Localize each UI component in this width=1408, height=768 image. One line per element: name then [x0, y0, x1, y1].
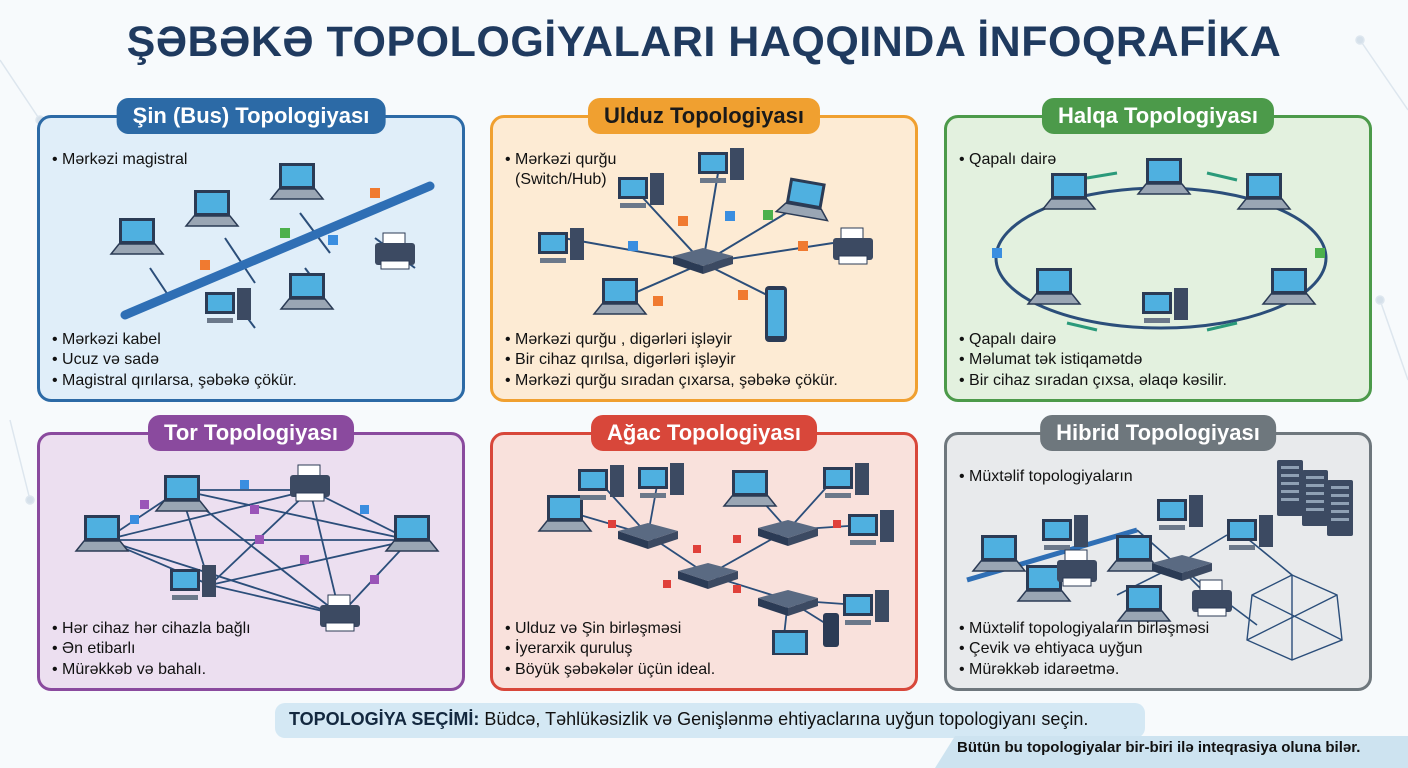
tree-diagram — [538, 463, 894, 655]
card-title: Halqa Topologiyası — [1041, 98, 1275, 134]
card-hybrid-topology: Hibrid Topologiyası • Müxtəlif topologiy… — [944, 415, 1372, 691]
bullet: • Ucuz və sadə — [52, 351, 159, 368]
bullet: • Çevik və ehtiyaca uyğun — [959, 640, 1143, 657]
bullet: • Hər cihaz hər cihazla bağlı — [52, 619, 251, 637]
page-title: ŞƏBƏKƏ TOPOLOGİYALARI HAQQINDA İNFOQRAFİ… — [126, 18, 1282, 66]
card-title: Şin (Bus) Topologiyası — [116, 98, 386, 134]
card-title: Hibrid Topologiyası — [1040, 415, 1276, 451]
bullet: • Müxtəlif topologiyaların birləşməsi — [959, 619, 1210, 637]
card-mesh-topology: Tor Topologiyası • Hər cihaz hər cihazla… — [37, 415, 465, 691]
bullet: • İyerarxik quruluş — [505, 640, 633, 657]
integration-note: Bütün bu topologiyalar bir-biri ilə inte… — [935, 736, 1408, 768]
bullet: • Böyük şəbəkələr üçün ideal. — [505, 660, 716, 678]
bullet: • Müxtəlif topologiyaların — [959, 468, 1133, 485]
hybrid-diagram — [966, 460, 1353, 661]
bullet: • Bir cihaz qırılsa, digərləri işləyir — [505, 351, 736, 368]
mesh-diagram — [75, 464, 439, 632]
ring-diagram — [992, 157, 1328, 332]
banner-label: TOPOLOGİYA SEÇİMİ: — [289, 709, 480, 729]
bullet: • Qapalı dairə — [959, 330, 1057, 348]
bullet: • Magistral qırılarsa, şəbəkə çökür. — [52, 371, 297, 389]
bullet: • Məlumat tək istiqamətdə — [959, 351, 1143, 368]
card-title: Ağac Topologiyası — [591, 415, 817, 451]
card-star-topology: Ulduz Topologiyası • Mərkəzi qurğu (Swit… — [490, 98, 918, 402]
card-tree-topology: Ağac Topologiyası • Ulduz və Şin birləşm… — [490, 415, 918, 691]
bullet: • Mərkəzi magistral — [52, 151, 188, 168]
topology-selection-banner: TOPOLOGİYA SEÇİMİ: Büdcə, Təhlükəsizlik … — [275, 703, 1145, 738]
bullet: • Qapalı dairə — [959, 151, 1057, 168]
card-bus-topology: Şin (Bus) Topologiyası • Mərkəzi magistr… — [37, 98, 465, 402]
banner-text: Büdcə, Təhlükəsizlik və Genişlənmə ehtiy… — [479, 709, 1089, 729]
bullet: • Mərkəzi qurğu , digərləri işləyir — [505, 330, 733, 348]
bus-cable — [120, 181, 435, 320]
star-diagram — [538, 148, 874, 342]
bullet: • Mürəkkəb idarəetmə. — [959, 660, 1120, 678]
card-ring-topology: Halqa Topologiyası • Qapalı dairə • Qapa… — [944, 98, 1372, 402]
bullet: • Ulduz və Şin birləşməsi — [505, 619, 682, 637]
card-title: Ulduz Topologiyası — [587, 98, 821, 134]
bus-diagram — [110, 162, 435, 329]
bullet: • Mürəkkəb və bahalı. — [52, 660, 207, 678]
bullet: • Mərkəzi qurğu — [505, 151, 617, 168]
bullet: • Bir cihaz sıradan çıxsa, əlaqə kəsilir… — [959, 371, 1227, 389]
card-title: Tor Topologiyası — [148, 415, 354, 451]
bullet: (Switch/Hub) — [515, 171, 607, 188]
bullet: • Mərkəzi qurğu sıradan çıxarsa, şəbəkə … — [505, 371, 838, 389]
bullet: • Mərkəzi kabel — [52, 330, 161, 348]
bullet: • Ən etibarlı — [52, 640, 136, 657]
